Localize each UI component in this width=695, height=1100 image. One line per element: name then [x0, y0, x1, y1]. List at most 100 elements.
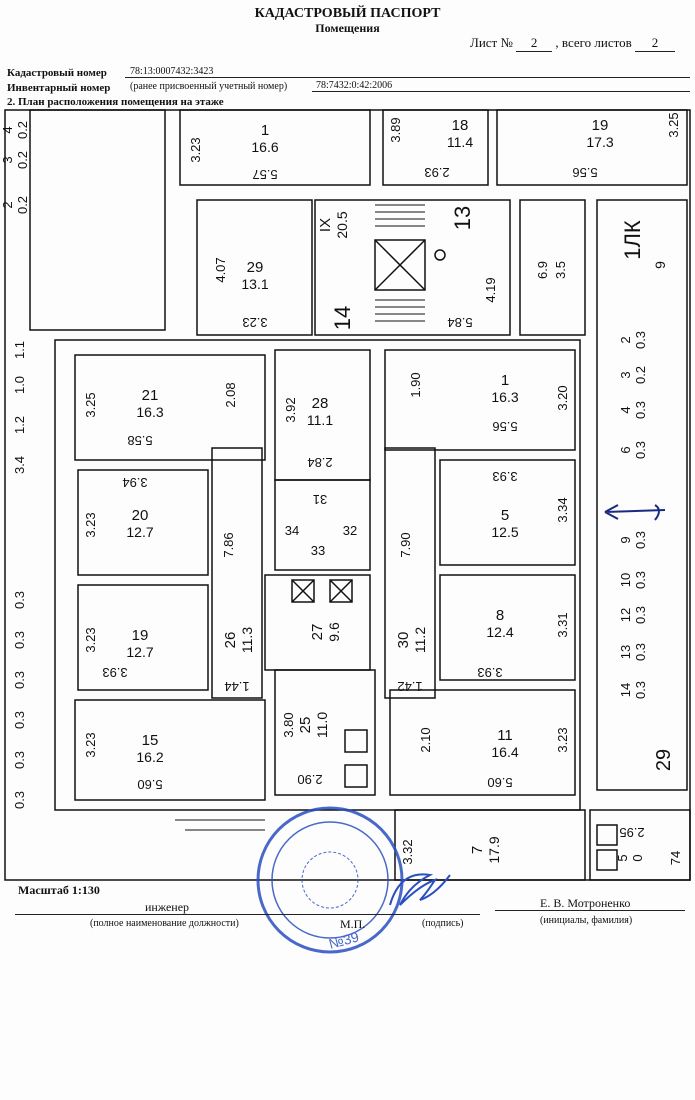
room-number: 1ЛК: [620, 220, 645, 260]
room-dimension: 3.23: [188, 137, 203, 162]
plan-label: 0.3: [633, 401, 648, 419]
room-number: 28: [312, 395, 329, 412]
room-dimension: 0: [630, 854, 645, 861]
plan-label: 0.2: [633, 366, 648, 384]
document-subtitle: Помещения: [315, 21, 380, 35]
plan-label: 0.3: [12, 671, 27, 689]
room-area: 17.9: [486, 836, 502, 863]
room-area: 9.6: [326, 622, 342, 642]
plan-label: 0.3: [12, 591, 27, 609]
sheets-total: 2: [635, 35, 676, 52]
room-area: 12.7: [126, 644, 153, 660]
room-dimension: 3.93: [102, 665, 127, 680]
room-dimension: 3.93: [477, 665, 502, 680]
room-dimension: 3.23: [83, 732, 98, 757]
room-dimension: 3.20: [555, 385, 570, 410]
section-heading: 2. План расположения помещения на этаже: [7, 96, 224, 108]
room-number: 11: [497, 727, 513, 744]
room-dimension: 3.94: [122, 475, 147, 490]
plan-label: 0.3: [12, 751, 27, 769]
plan-label: 12: [618, 608, 633, 622]
room-number: 1: [261, 122, 269, 139]
room-number: 34: [285, 523, 299, 538]
room-number: 21: [142, 387, 159, 404]
room-number: 18: [452, 117, 469, 134]
room-area: 13.1: [241, 276, 268, 292]
position-value: инженер: [145, 900, 190, 914]
room-number: 13: [450, 206, 475, 230]
room-dimension: 7.86: [221, 532, 236, 557]
room-number: 29: [653, 749, 675, 771]
sheets-total-label: , всего листов: [555, 35, 632, 50]
stairs: [165, 204, 425, 831]
position-note: (полное наименование должности): [90, 918, 239, 929]
signature-note: (подпись): [422, 918, 464, 929]
room-dimension: 5.57: [252, 167, 277, 182]
plan-label: 13: [618, 645, 633, 659]
plan-label: 3.4: [12, 456, 27, 474]
official-stamp: №39: [256, 806, 404, 954]
room-number: 31: [313, 492, 327, 507]
cadastral-value: 78:13:0007432:3423: [130, 66, 214, 77]
room-dimension: 2.90: [297, 772, 322, 787]
room-number: 32: [343, 523, 357, 538]
room-dimension: 2.10: [418, 727, 433, 752]
inventory-value: 78:7432:0:42:2006: [316, 80, 393, 91]
plan-label: 0.3: [633, 643, 648, 661]
plan-label: 2: [0, 201, 15, 208]
room-dimension: 1.44: [224, 679, 249, 694]
room-dimension: 3.31: [555, 612, 570, 637]
room-number: 20: [132, 507, 149, 524]
svg-text:№39: №39: [327, 928, 361, 951]
plan-walls: [4, 109, 691, 881]
room-dimension: 4.19: [483, 277, 498, 302]
plan-label: 0.3: [12, 711, 27, 729]
plan-label: 0.2: [15, 121, 30, 139]
room-dimension: 5.56: [492, 419, 517, 434]
engineer-name: Е. В. Мотроненко: [540, 896, 631, 910]
plan-label: 0.3: [633, 681, 648, 699]
room-dimension: 2.84: [307, 455, 332, 470]
room-area: 20.5: [334, 211, 350, 238]
plan-label: 3: [0, 156, 15, 163]
room-area: 16.4: [491, 744, 518, 760]
room-number: 14: [330, 306, 355, 330]
plan-label: 0.2: [15, 196, 30, 214]
room-dimension: 5: [615, 854, 630, 861]
room-number: 5: [501, 507, 509, 524]
left-strip-labels: 4 0.2 3 0.2 2 0.2 1.1 1.0 1.2 3.4 0.3 0.…: [0, 121, 30, 809]
room-dimension: 5.60: [137, 777, 162, 792]
room-dimension: 3.25: [83, 392, 98, 417]
signature: [389, 873, 451, 906]
room-dimension: 7.90: [398, 532, 413, 557]
stamp-mark-label: М.П.: [340, 917, 366, 931]
scale-label: Масштаб 1:130: [18, 883, 100, 897]
cadastral-label: Кадастровый номер: [7, 67, 107, 79]
plan-label: 1.0: [12, 376, 27, 394]
room-dimension: 5.58: [127, 433, 152, 448]
room-number: IX: [317, 218, 334, 232]
room-dimension: 3.23: [83, 512, 98, 537]
plan-label: 14: [618, 683, 633, 697]
room-dimension: 3.25: [666, 112, 681, 137]
room-number: 1: [501, 372, 509, 389]
room-area: 11.1: [307, 412, 333, 428]
room-number: 7: [469, 846, 486, 854]
plan-label: 0.3: [633, 441, 648, 459]
room-dimension: 3.23: [555, 727, 570, 752]
plan-label: 0.3: [633, 331, 648, 349]
room-number: 30: [395, 632, 412, 649]
plan-label: 2: [618, 336, 633, 343]
room-dimension: 2.08: [223, 382, 238, 407]
room-dimension: 2.95: [619, 825, 644, 840]
room-area: 12.4: [486, 624, 513, 640]
document-title: КАДАСТРОВЫЙ ПАСПОРТ: [254, 6, 441, 21]
room-number: 27: [309, 624, 326, 641]
name-note: (инициалы, фамилия): [540, 915, 633, 926]
room-number: 19: [592, 117, 609, 134]
room-area: 16.6: [251, 139, 278, 155]
sheet-info: Лист № 2 , всего листов 2: [470, 35, 676, 52]
room-dimension: 3.93: [492, 469, 517, 484]
